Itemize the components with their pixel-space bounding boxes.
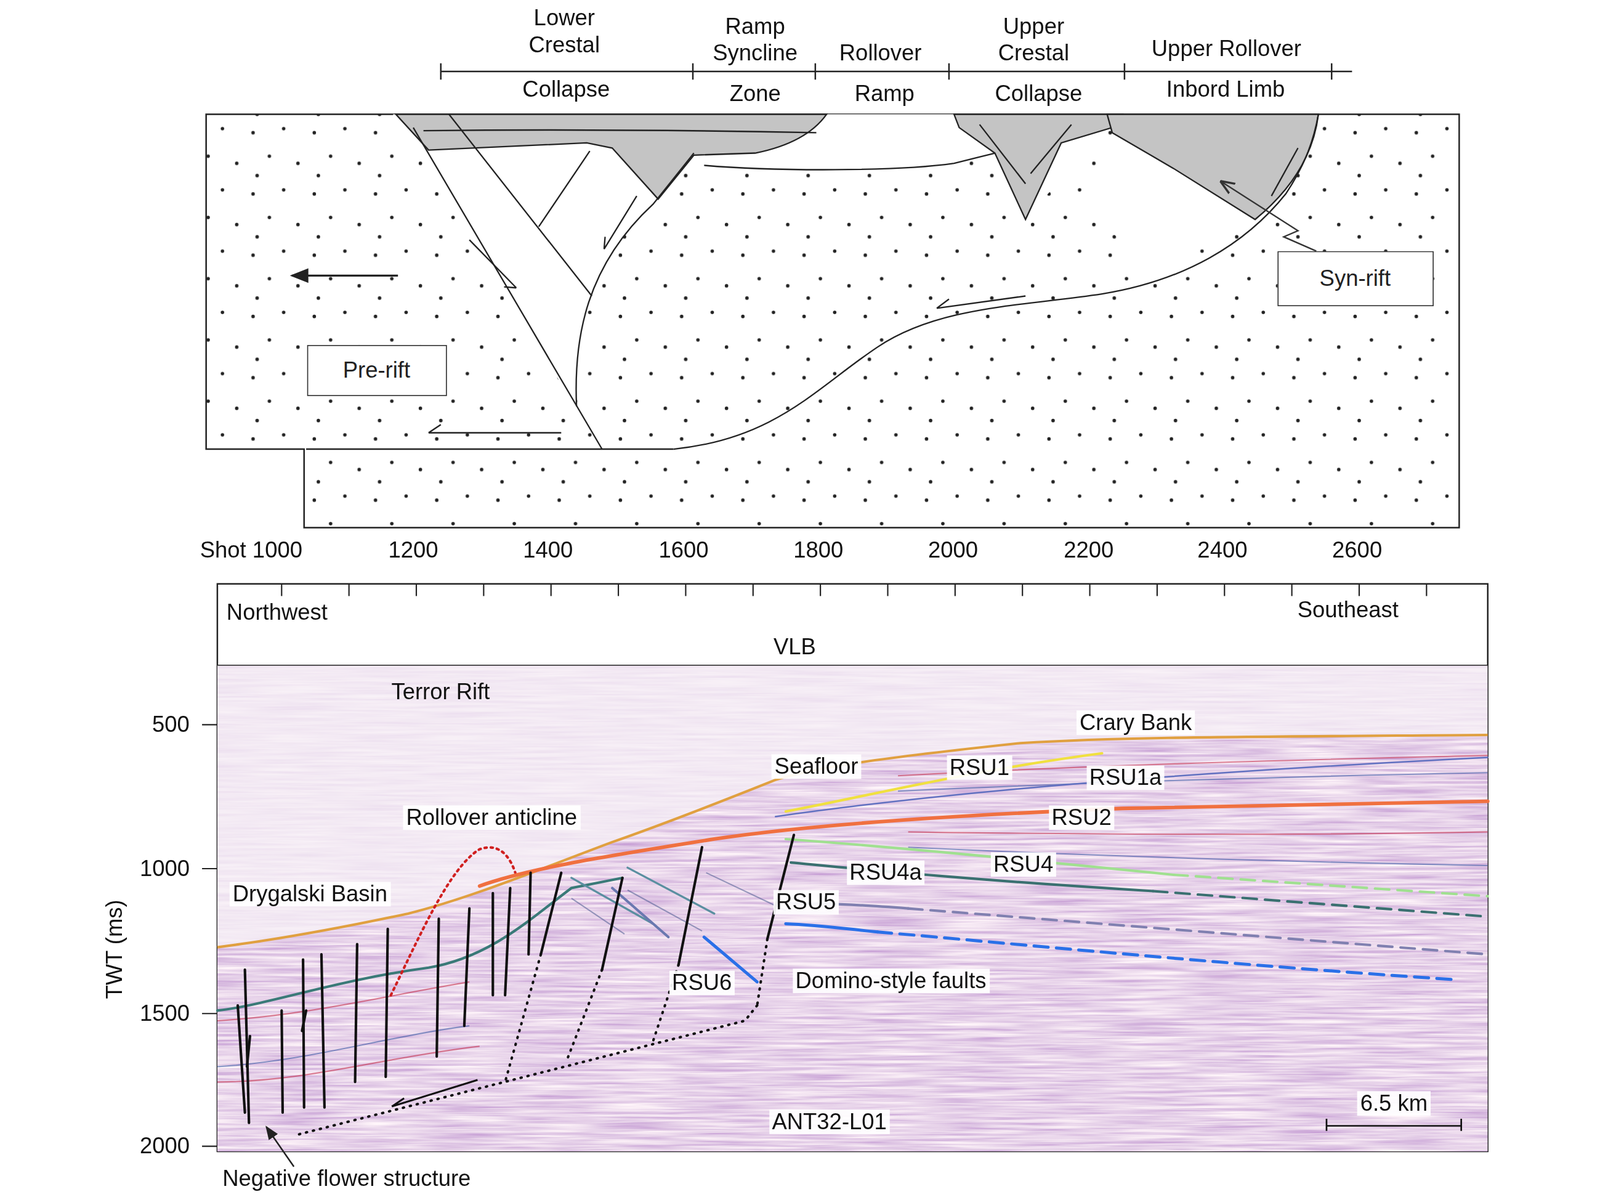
unit-label: Syn-rift [1319, 265, 1391, 292]
axis-title: TWT (ms) [101, 899, 128, 999]
line-name: ANT32-L01 [768, 1109, 890, 1134]
zone-label: Inbord Limb [1166, 76, 1286, 103]
unit-box: Syn-rift [1277, 251, 1434, 307]
zone-label: Lower Crestal [508, 4, 621, 58]
marker-label: VLB [773, 633, 817, 661]
shot-tick-label: 1200 [387, 537, 438, 564]
twt-tick-label: 500 [152, 711, 190, 738]
twt-tick-label: 1500 [139, 1000, 190, 1027]
shot-tick-label: 1600 [658, 537, 709, 564]
horizon-label: RSU4a [846, 860, 925, 885]
shot-tick-label: 1800 [793, 537, 844, 564]
unit-label: Pre-rift [343, 357, 411, 384]
horizon-label: RSU1a [1086, 765, 1165, 791]
direction-label: Southeast [1297, 596, 1399, 624]
zone-label: Zone [729, 80, 781, 108]
scale-label: 6.5 km [1357, 1090, 1431, 1116]
shot-axis-label: Shot 1000 [200, 537, 303, 564]
shot-tick-label: 2000 [928, 537, 978, 564]
zone-label: Ramp [854, 80, 915, 108]
zone-label: Upper Crestal [977, 13, 1090, 67]
twt-tick-label: 2000 [139, 1132, 190, 1160]
feature-label: Crary Bank [1076, 710, 1195, 735]
feature-label: Seafloor [771, 753, 862, 779]
zone-label: Collapse [522, 76, 610, 103]
unit-box: Pre-rift [306, 344, 447, 396]
feature-label: Terror Rift [391, 678, 490, 706]
horizon-label: RSU1 [946, 755, 1013, 780]
zone-label: Ramp Syncline [703, 13, 807, 67]
horizon-label: RSU4 [990, 852, 1057, 877]
shot-tick-label: 2400 [1197, 537, 1248, 564]
feature-label: Drygalski Basin [229, 881, 391, 907]
feature-label: Domino-style faults [792, 968, 990, 993]
zone-label: Upper Rollover [1151, 35, 1302, 63]
shot-tick-label: 1400 [522, 537, 573, 564]
twt-tick-label: 1000 [139, 854, 190, 882]
direction-label: Northwest [226, 599, 328, 626]
horizon-label: RSU6 [668, 970, 735, 996]
shot-tick-label: 2200 [1063, 537, 1114, 564]
shot-tick-label: 2600 [1332, 537, 1382, 564]
zone-label: Rollover [839, 40, 922, 67]
feature-label: Negative flower structure [222, 1165, 471, 1192]
zone-label: Collapse [994, 80, 1083, 108]
feature-label: Rollover anticline [402, 804, 581, 830]
horizon-label: RSU2 [1048, 804, 1115, 830]
horizon-label: RSU5 [772, 889, 839, 915]
